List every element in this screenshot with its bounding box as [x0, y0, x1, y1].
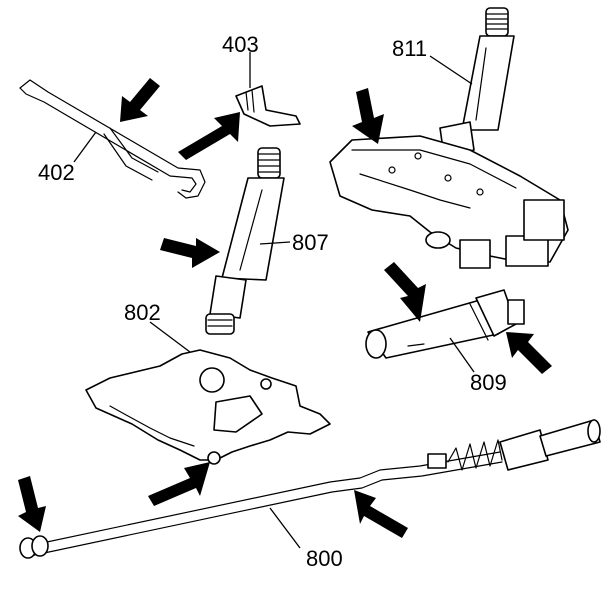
part-800-rod: [19, 419, 601, 559]
leader-811: [429, 55, 473, 85]
callout-802: 802: [124, 300, 161, 325]
part-811-shaft-assembly: [329, 7, 569, 269]
arrow-809-left: [384, 262, 426, 322]
leader-800: [269, 507, 301, 549]
part-802-plate: [85, 349, 331, 465]
callout-807: 807: [292, 230, 329, 255]
arrow-807: [160, 238, 220, 268]
leader-802: [149, 321, 191, 353]
callout-811: 811: [392, 36, 427, 61]
leader-809: [449, 337, 475, 373]
callout-809: 809: [470, 370, 507, 395]
arrow-811: [352, 88, 384, 144]
arrow-403: [178, 112, 240, 160]
arrow-800-left: [18, 476, 46, 532]
callout-403: 403: [222, 32, 259, 57]
part-403-clip: [235, 85, 301, 127]
arrow-809-right: [506, 332, 552, 374]
callout-402: 402: [38, 160, 75, 185]
leader-807: [259, 241, 291, 245]
part-809-sleeve: [365, 289, 525, 359]
part-402-wire-rod: [19, 79, 206, 199]
arrow-802: [148, 462, 210, 506]
callout-800: 800: [306, 546, 343, 571]
part-807-shaft: [205, 147, 285, 335]
arrow-402: [120, 78, 160, 122]
leader-402: [73, 131, 97, 163]
arrow-800-right: [354, 490, 408, 538]
